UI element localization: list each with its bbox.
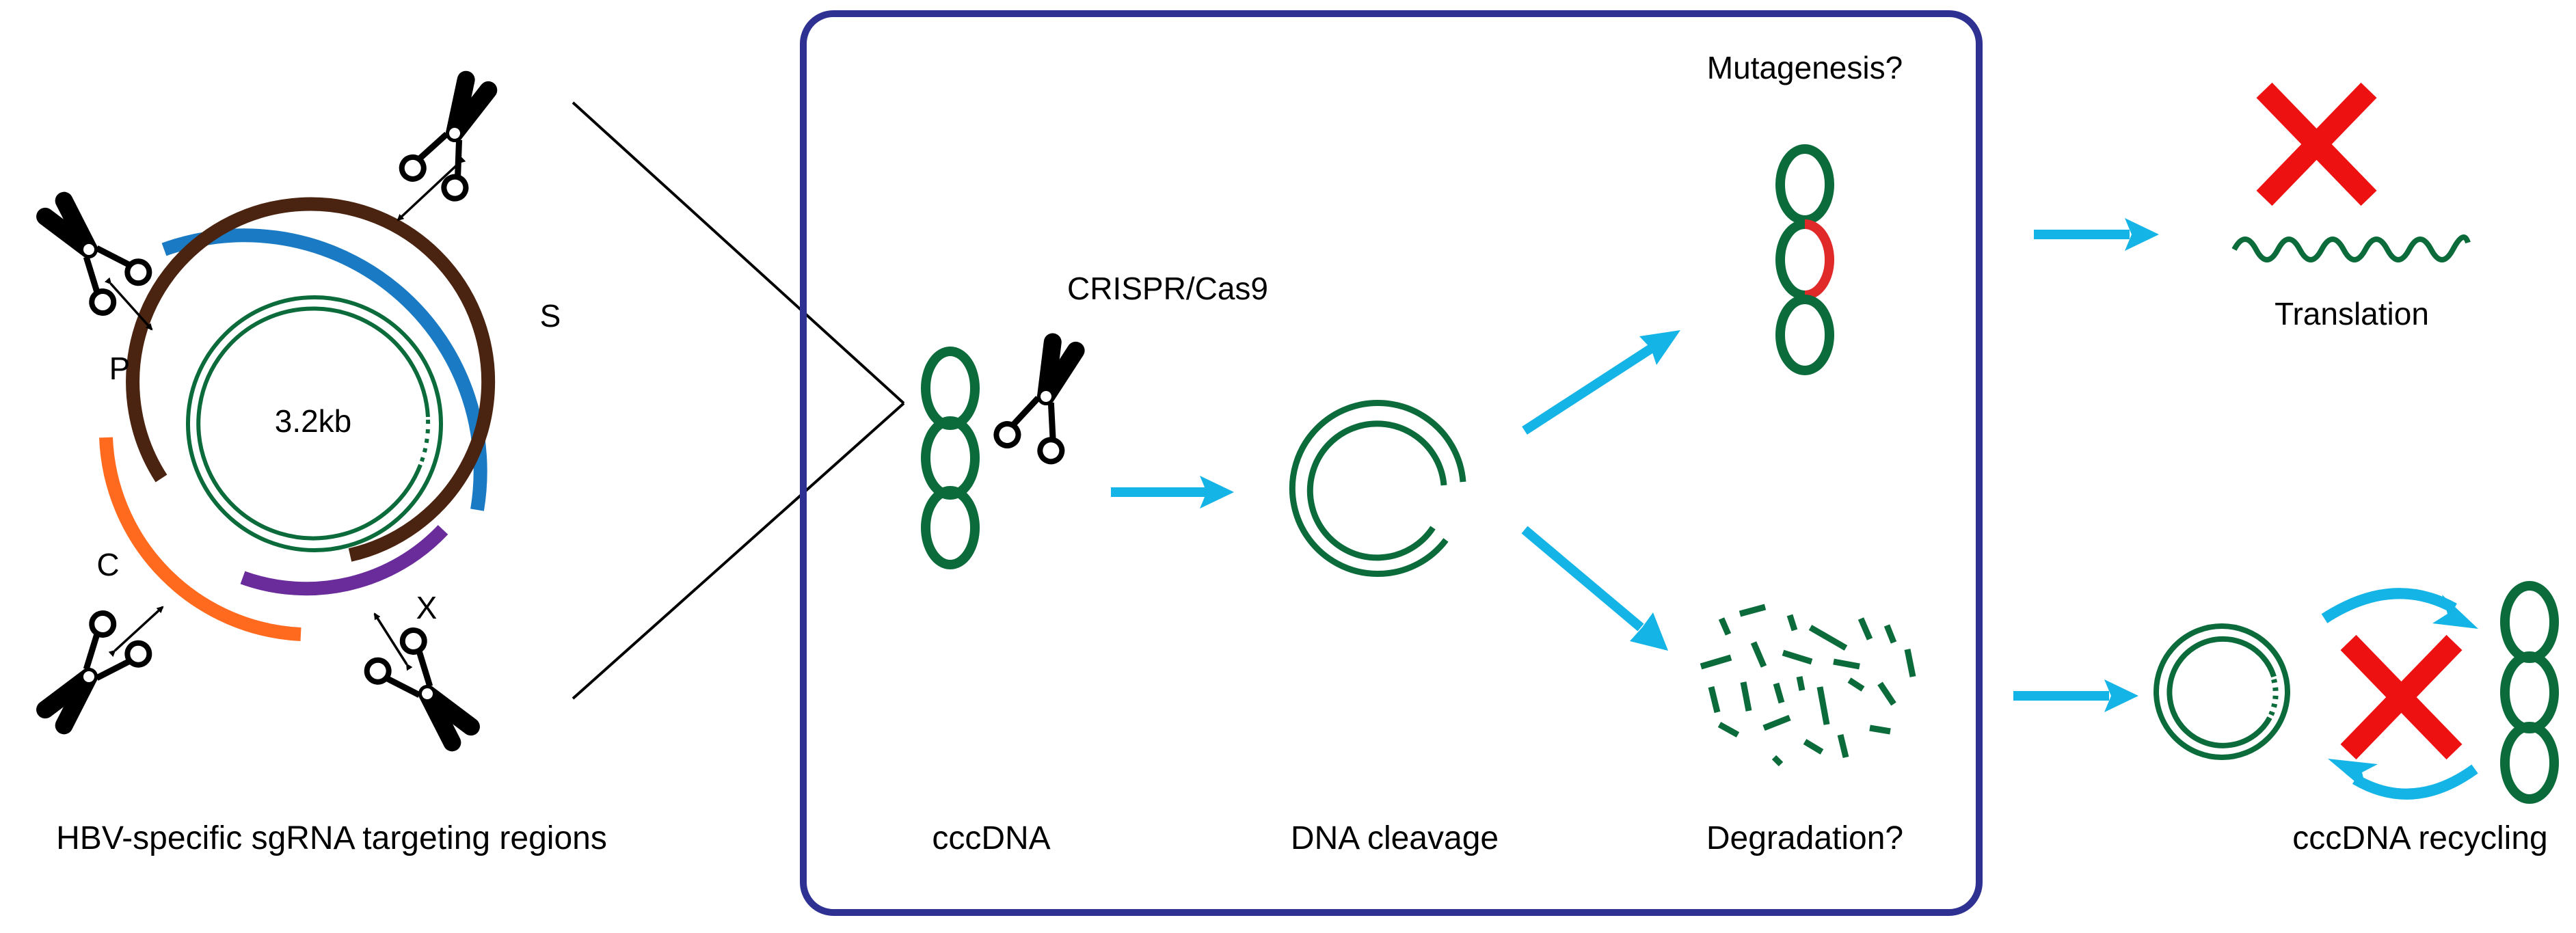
recycled-rcdna-outer xyxy=(2154,623,2290,760)
cccdna-minichromosome xyxy=(921,347,980,569)
scissors-icon xyxy=(29,187,154,317)
degraded-fragments xyxy=(1700,604,1916,767)
arrow-icon xyxy=(2321,588,2478,629)
zoom-line-bottom xyxy=(572,402,905,700)
s-region-label: S xyxy=(540,298,561,334)
zoom-line-top xyxy=(572,101,905,405)
mrna-wave xyxy=(2231,234,2471,262)
arrow-icon xyxy=(108,606,164,658)
c-region-arc xyxy=(99,437,301,641)
recycling-label: cccDNA recycling xyxy=(2292,820,2547,856)
dna-cleavage-label: DNA cleavage xyxy=(1291,820,1499,856)
cleaved-dna xyxy=(1289,400,1466,577)
mechanism-box xyxy=(800,10,1983,916)
recycled-rcdna-gap xyxy=(2267,678,2279,719)
rcdna-outer-circle xyxy=(186,295,443,552)
red-x-icon xyxy=(2256,82,2377,206)
crispr-label: CRISPR/Cas9 xyxy=(1067,271,1268,306)
arrow-icon xyxy=(104,277,153,331)
degradation-label: Degradation? xyxy=(1706,820,1903,856)
c-region-label: C xyxy=(96,547,119,582)
x-region-label: X xyxy=(416,590,438,625)
arrow-icon xyxy=(2328,759,2478,800)
arrow-icon xyxy=(1111,476,1234,509)
cccdna-label: cccDNA xyxy=(932,820,1050,856)
arrow-icon xyxy=(2013,679,2138,712)
arrow-icon xyxy=(397,156,466,221)
genome-size-label: 3.2kb xyxy=(275,403,352,439)
hbv-genome-map: 3.2kb S P C X HBV-specific sgRNA targeti… xyxy=(29,70,607,856)
translation-label: Translation xyxy=(2275,296,2429,332)
arrow-icon xyxy=(1521,526,1668,651)
arrow-icon xyxy=(1522,330,1680,435)
rcdna-inner-circle xyxy=(196,306,430,541)
arrow-icon xyxy=(2034,218,2159,251)
scissors-icon xyxy=(362,625,487,756)
x-region-arc xyxy=(240,525,448,596)
recycled-cccdna xyxy=(2500,581,2559,804)
rcdna-gap-segment xyxy=(418,419,431,466)
scissors-icon xyxy=(398,70,508,202)
arrow-icon xyxy=(373,612,413,671)
red-x-icon xyxy=(2340,634,2463,760)
p-region-label: P xyxy=(109,351,131,386)
scissors-icon xyxy=(29,608,154,739)
p-region-arc xyxy=(126,197,496,562)
mutagenesis-label: Mutagenesis? xyxy=(1707,50,1903,85)
mutated-cccdna xyxy=(1775,144,1834,375)
recycled-rcdna-inner xyxy=(2166,636,2277,748)
scissors-icon xyxy=(993,335,1097,465)
left-caption: HBV-specific sgRNA targeting regions xyxy=(56,820,607,856)
